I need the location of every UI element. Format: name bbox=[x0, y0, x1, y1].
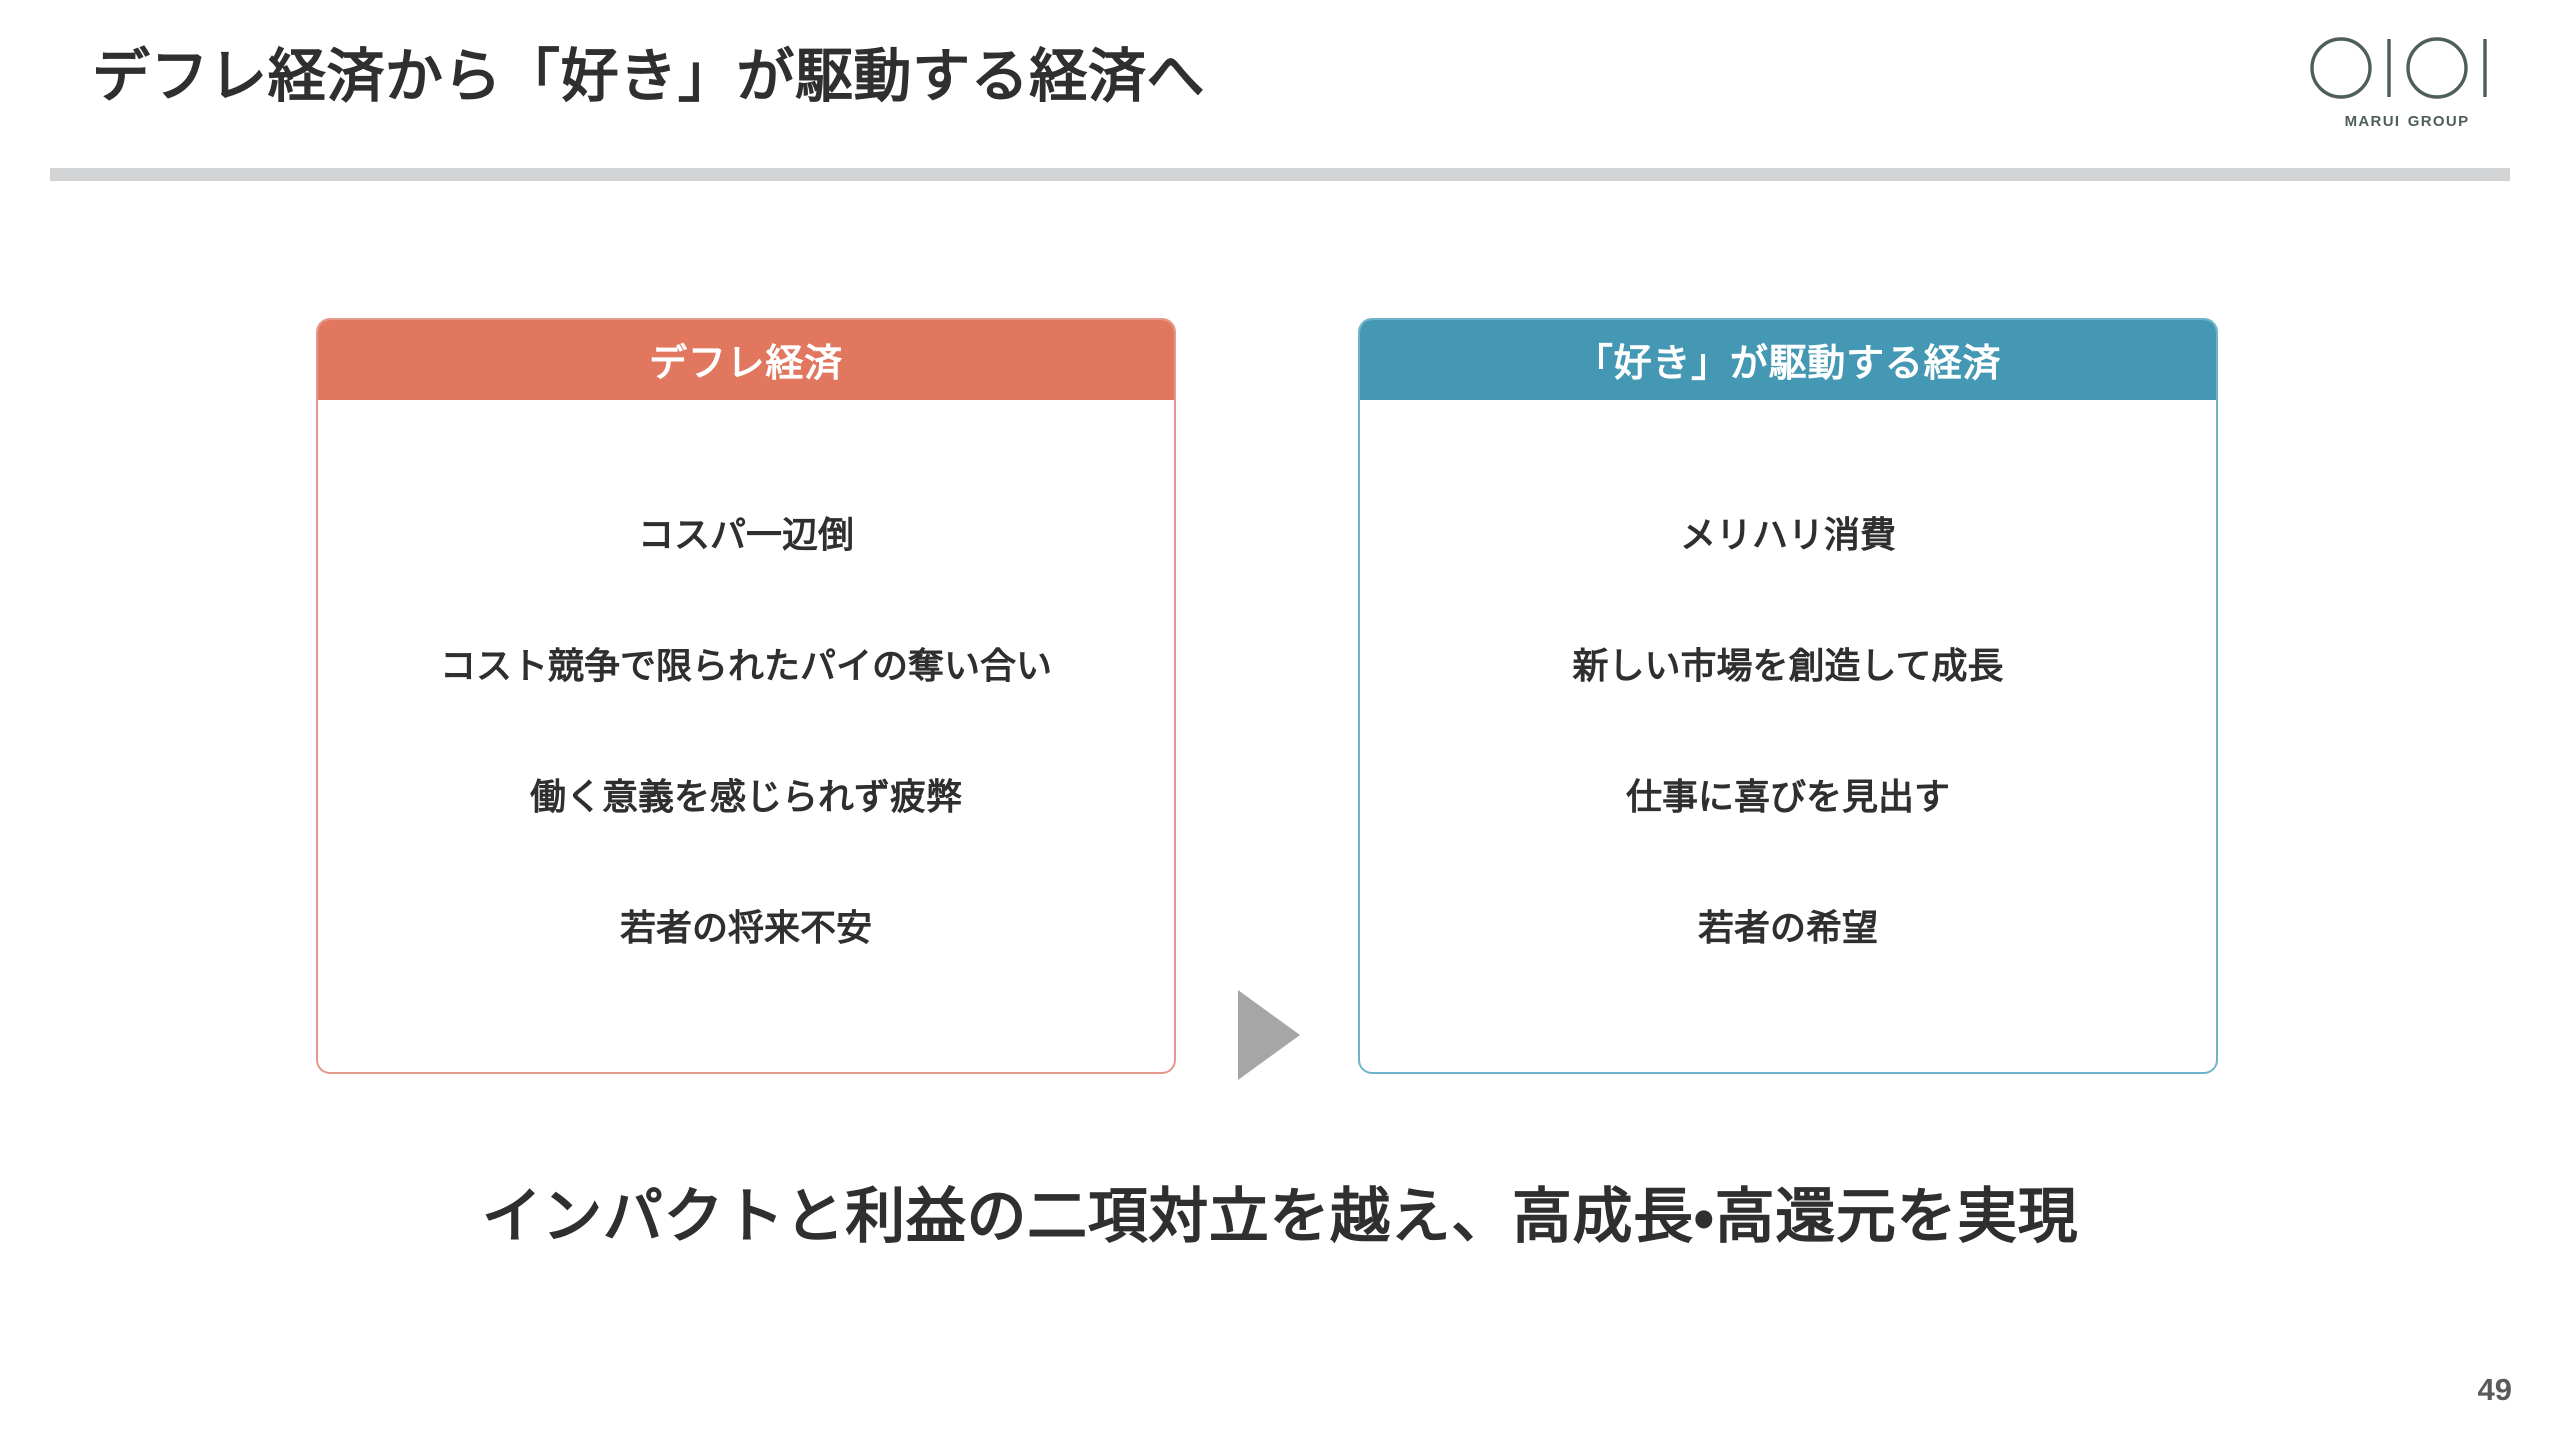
comparison-cards: デフレ経済 コスパ一辺倒 コスト競争で限られたパイの奪い合い 働く意義を感じられ… bbox=[0, 318, 2560, 1080]
right-triangle-arrow-icon bbox=[1238, 990, 1300, 1080]
list-item: 新しい市場を創造して成長 bbox=[1572, 645, 2004, 686]
list-item: コスパ一辺倒 bbox=[637, 514, 854, 555]
page-number: 49 bbox=[2477, 1372, 2512, 1407]
list-item: コスト競争で限られたパイの奪い合い bbox=[439, 645, 1052, 686]
list-item: 若者の希望 bbox=[1697, 907, 1878, 948]
logo-wordmark: Marui Group bbox=[2344, 106, 2470, 131]
card-body-deflation-economy: コスパ一辺倒 コスト競争で限られたパイの奪い合い 働く意義を感じられず疲弊 若者… bbox=[318, 400, 1174, 1070]
header-divider bbox=[50, 168, 2510, 181]
oioi-logo-icon bbox=[2310, 37, 2487, 99]
page-title: デフレ経済から「好き」が駆動する経済へ bbox=[92, 44, 1206, 109]
list-item: 働く意義を感じられず疲弊 bbox=[529, 776, 962, 817]
card-body-suki-driven-economy: メリハリ消費 新しい市場を創造して成長 仕事に喜びを見出す 若者の希望 bbox=[1360, 400, 2216, 1070]
summary-caption: インパクトと利益の二項対立を越え、高成長・高還元を実現 bbox=[481, 1183, 2079, 1250]
list-item: 若者の将来不安 bbox=[619, 907, 872, 948]
card-suki-driven-economy: 「好き」が駆動する経済 メリハリ消費 新しい市場を創造して成長 仕事に喜びを見出… bbox=[1358, 318, 2218, 1074]
card-header-deflation-economy: デフレ経済 bbox=[318, 320, 1174, 400]
card-deflation-economy: デフレ経済 コスパ一辺倒 コスト競争で限られたパイの奪い合い 働く意義を感じられ… bbox=[316, 318, 1176, 1074]
list-item: 仕事に喜びを見出す bbox=[1625, 776, 1950, 817]
marui-group-logo: Marui Group bbox=[2302, 36, 2512, 142]
list-item: メリハリ消費 bbox=[1679, 514, 1896, 555]
card-header-suki-driven-economy: 「好き」が駆動する経済 bbox=[1360, 320, 2216, 400]
